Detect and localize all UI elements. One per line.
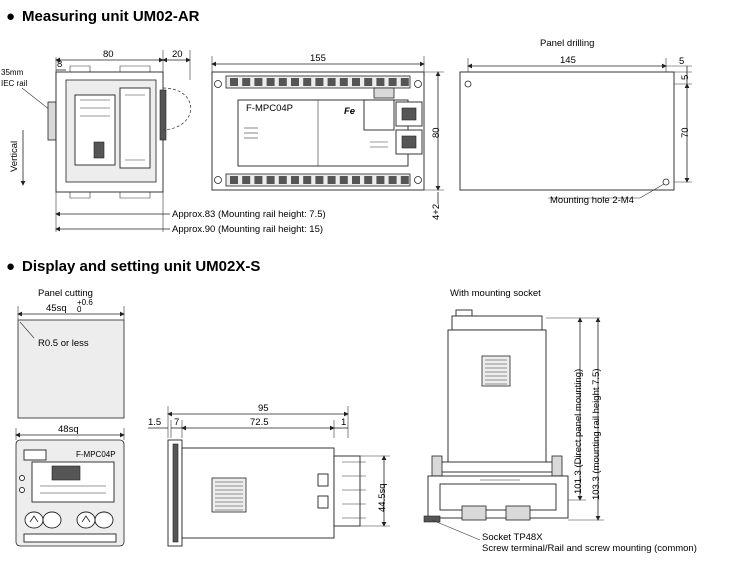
socket-label-2: Screw terminal/Rail and screw mounting (…: [482, 543, 697, 554]
terminal-screw: [364, 176, 373, 184]
terminal-screw: [400, 78, 409, 86]
side-dim-20: 20: [172, 49, 183, 60]
terminal-screw: [352, 176, 360, 184]
front-dim-4: 4+2: [431, 204, 442, 220]
cutting-tol-minus: 0: [77, 305, 82, 314]
socket-title: With mounting socket: [450, 288, 541, 299]
terminal-screw: [242, 176, 251, 184]
approx-label-2: Approx.90 (Mounting rail height: 15): [172, 224, 323, 235]
terminal-screw: [352, 78, 360, 86]
terminal-screw: [376, 78, 385, 86]
socket-label-1: Socket TP48X: [482, 532, 543, 543]
drilling-title: Panel drilling: [540, 38, 594, 49]
mounting-socket-view: With mounting socket 101.3 (Direct panel…: [423, 288, 604, 541]
terminal-screw: [339, 78, 348, 86]
side2-dim-72-5: 72.5: [250, 417, 269, 428]
cutting-tol-plus: +0.6: [77, 298, 93, 307]
front-dim-80: 80: [431, 127, 442, 138]
socket-dim-103: 103.3 (mounting rail height 7.5): [591, 369, 602, 501]
display-unit-front: 48sq: [15, 424, 125, 547]
side2-dim-1-5: 1.5: [148, 417, 161, 428]
section2-bullet: ●: [6, 258, 15, 275]
side-dim-80: 80: [103, 49, 114, 60]
um02ar-front-view: 155 80 4+2: [211, 53, 444, 220]
terminal-screw: [242, 78, 251, 86]
front-logo: Fe: [344, 106, 356, 117]
terminal-screw: [388, 78, 397, 86]
um02ar-side-view: 80 20 8 35mm IEC rail Vertical: [1, 49, 191, 232]
drilling-dim-70: 70: [680, 127, 691, 138]
drilling-dim-5b: 5: [680, 75, 691, 80]
approx-label-1: Approx.83 (Mounting rail height: 7.5): [172, 209, 326, 220]
side2-dim-44-5: 44.5sq: [377, 483, 388, 512]
cutting-dim: 45sq: [46, 303, 67, 314]
front-dim-155: 155: [310, 53, 326, 64]
drilling-dim-5a: 5: [679, 56, 684, 67]
display-unit-side: 95 1.5 7 72.5 1 44.5sq: [148, 403, 390, 547]
cutting-title: Panel cutting: [38, 288, 93, 299]
rail-label-2: IEC rail: [1, 79, 27, 88]
terminal-screw: [266, 176, 275, 184]
terminal-screw: [388, 176, 397, 184]
terminal-screw: [400, 176, 409, 184]
terminal-screw: [327, 78, 336, 86]
terminal-screw: [376, 176, 385, 184]
front-model-label: F-MPC04P: [246, 103, 293, 114]
side2-dim-95: 95: [258, 403, 269, 414]
terminal-screw: [327, 176, 336, 184]
terminal-screw: [230, 176, 238, 184]
panel-drilling: Panel drilling 145 5 5 70 Mounting hole …: [459, 38, 692, 206]
terminal-screw: [315, 78, 324, 86]
front2-model: F-MPC04P: [76, 450, 116, 459]
rail-label-1: 35mm: [1, 68, 24, 77]
terminal-screw: [291, 176, 299, 184]
socket-dim-101: 101.3 (Direct panel mounting): [573, 369, 584, 494]
terminal-screw: [303, 176, 312, 184]
front2-dim: 48sq: [58, 424, 79, 435]
terminal-screw: [254, 78, 263, 86]
side2-dim-7: 7: [174, 417, 179, 428]
terminal-screw: [254, 176, 263, 184]
panel-cutting: Panel cutting 45sq +0.6 0 R0.5 or less: [17, 288, 125, 419]
drilling-dim-145: 145: [560, 55, 576, 66]
vertical-label: Vertical: [9, 141, 20, 172]
section1-heading: Measuring unit UM02-AR: [22, 8, 200, 25]
terminal-screw: [339, 176, 348, 184]
terminal-screw: [303, 78, 312, 86]
cutting-radius: R0.5 or less: [38, 338, 89, 349]
terminal-screw: [278, 176, 287, 184]
terminal-screw: [364, 78, 373, 86]
terminal-screw: [278, 78, 287, 86]
terminal-screw: [315, 176, 324, 184]
side-dim-8: 8: [57, 59, 62, 70]
drilling-hole-label: Mounting hole 2-M4: [550, 195, 634, 206]
section2-heading: Display and setting unit UM02X-S: [22, 258, 260, 275]
terminal-screw: [266, 78, 275, 86]
side2-dim-1: 1: [341, 417, 346, 428]
terminal-screw: [291, 78, 299, 86]
section1-bullet: ●: [6, 8, 15, 25]
terminal-screw: [230, 78, 238, 86]
